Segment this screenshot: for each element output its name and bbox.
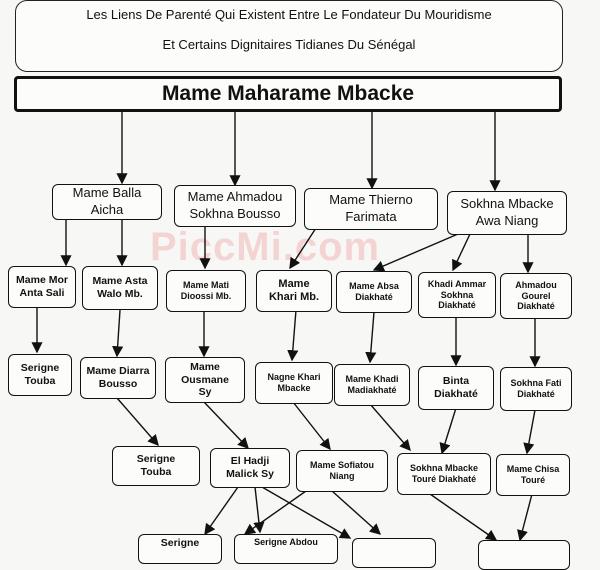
- title-line-2: Et Certains Dignitaires Tidianes Du Séné…: [162, 37, 416, 52]
- node-el-hadji-malick-sy: El Hadji Malick Sy: [210, 448, 290, 488]
- node-binta-diakhate: Binta Diakhaté: [418, 366, 494, 410]
- node-mame-ahmadou-sokhna-bousso: Mame Ahmadou Sokhna Bousso: [174, 185, 296, 227]
- connector-lines: [31, 112, 541, 542]
- root-node-mame-maharame: Mame Maharame Mbacke: [14, 76, 562, 112]
- diagram-title-box: Les Liens De Parenté Qui Existent Entre …: [15, 0, 563, 72]
- node-serigne-abdou: Serigne Abdou: [234, 534, 338, 564]
- node-mame-diarra-bousso: Mame Diarra Bousso: [80, 357, 156, 399]
- node-mame-khadi-madiakhate: Mame Khadi Madiakhaté: [334, 364, 410, 406]
- node-ahmadou-gourel-diakhate: Ahmadou Gourel Diakhaté: [500, 273, 572, 319]
- node-serigne-touba-2: Serigne Touba: [112, 446, 200, 486]
- node-nagne-khari-mbacke: Nagne Khari Mbacke: [255, 362, 333, 404]
- node-mame-chisa-toure: Mame Chisa Touré: [496, 454, 570, 496]
- node-bottom-empty-2: [478, 540, 570, 570]
- node-mame-mati-dioossi: Mame Mati Dioossi Mb.: [166, 270, 246, 312]
- node-serigne-touba-1: Serigne Touba: [8, 354, 72, 396]
- node-sokhna-mbacke-awa-niang: Sokhna Mbacke Awa Niang: [447, 191, 567, 235]
- node-mame-balla-aicha: Mame Balla Aicha: [52, 184, 162, 220]
- node-mame-khari: Mame Khari Mb.: [256, 270, 332, 312]
- node-mame-thierno-farimata: Mame Thierno Farimata: [304, 188, 438, 230]
- watermark: PiccMi.com: [150, 225, 381, 269]
- node-sokhna-fati-diakhate: Sokhna Fati Diakhaté: [500, 367, 572, 411]
- node-mame-mor-anta-sali: Mame Mor Anta Sali: [8, 266, 76, 308]
- node-mame-ousmane-sy: Mame Ousmane Sy: [165, 357, 245, 403]
- node-mame-absa-diakhate: Mame Absa Diakhaté: [336, 271, 412, 313]
- node-mame-asta-walo: Mame Asta Walo Mb.: [82, 266, 158, 310]
- node-bottom-empty-1: [352, 538, 436, 568]
- title-line-1: Les Liens De Parenté Qui Existent Entre …: [86, 7, 492, 22]
- node-khadi-ammar-sokhna-diakhate: Khadi Ammar Sokhna Diakhaté: [418, 272, 496, 318]
- node-mame-sofiatou-niang: Mame Sofiatou Niang: [296, 450, 388, 492]
- node-serigne-bottom: Serigne: [138, 534, 222, 564]
- node-sokhna-mbacke-toure-diakhate: Sokhna Mbacke Touré Diakhaté: [397, 453, 491, 495]
